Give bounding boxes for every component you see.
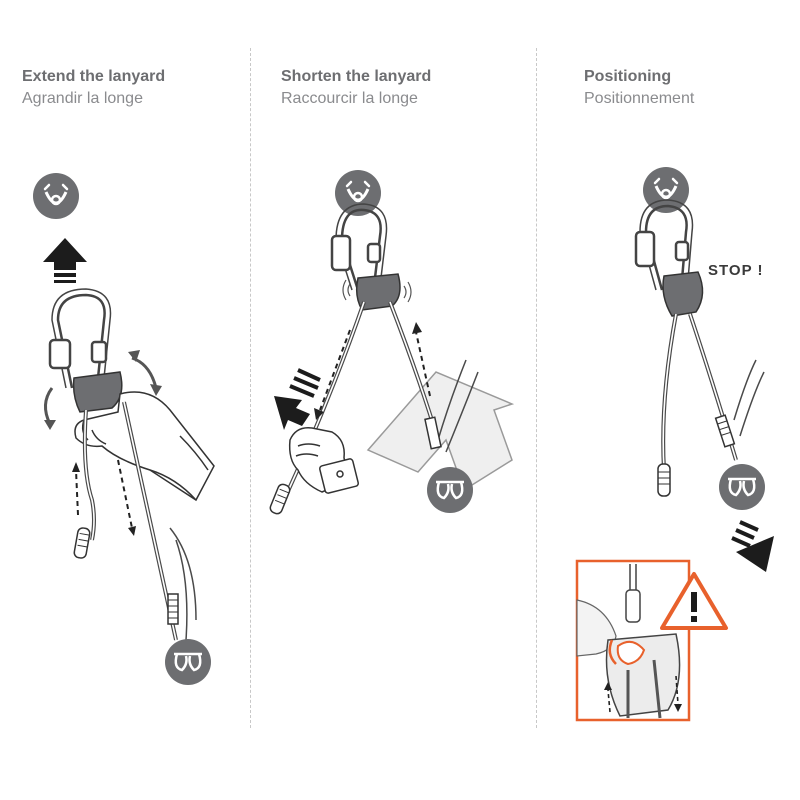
rope-end (657, 463, 671, 497)
anchor-icon (33, 173, 79, 219)
panel-positioning: Positioning Positionnement STOP ! (536, 0, 800, 800)
shorten-illustration (269, 170, 515, 515)
sewn-termination (167, 593, 179, 625)
carabiner (634, 199, 694, 291)
sewn-termination (424, 416, 442, 450)
gloved-hand (74, 391, 215, 502)
panel-title: Positioning (584, 68, 672, 85)
movement-arrows (319, 329, 431, 411)
extend-illustration (33, 173, 215, 685)
rope (661, 313, 765, 471)
panel-subtitle: Positionnement (584, 90, 695, 107)
gloved-hand (288, 427, 359, 494)
panel-subtitle: Raccourcir la longe (281, 90, 418, 107)
panel-title: Shorten the lanyard (281, 68, 432, 85)
movement-arrows (75, 459, 133, 529)
divider-1 (250, 48, 251, 728)
harness-icon (165, 639, 211, 685)
direction-arrow-icon (274, 368, 321, 430)
rope-end (73, 527, 91, 559)
direction-arrow-icon (731, 520, 774, 572)
harness-icon (719, 464, 765, 510)
warning-triangle-icon (660, 572, 728, 630)
harness-icon (427, 467, 473, 513)
direction-arrow-icon (43, 238, 87, 283)
divider-2 (536, 48, 537, 728)
adjuster (662, 271, 704, 317)
rotation-arrow (131, 356, 158, 389)
carabiner (330, 203, 388, 291)
sewn-termination (714, 414, 736, 448)
panel-title: Extend the lanyard (22, 68, 166, 85)
carabiner (48, 288, 112, 389)
adjuster (72, 371, 123, 413)
stop-label: STOP ! (708, 262, 764, 279)
panel-subtitle: Agrandir la longe (22, 90, 143, 107)
panel-extend: Extend the lanyard Agrandir la longe (0, 0, 250, 800)
panel-shorten: Shorten the lanyard Raccourcir la longe (250, 0, 536, 800)
inset-detail (575, 559, 691, 722)
rope-end (269, 483, 291, 515)
positioning-illustration (575, 167, 774, 722)
